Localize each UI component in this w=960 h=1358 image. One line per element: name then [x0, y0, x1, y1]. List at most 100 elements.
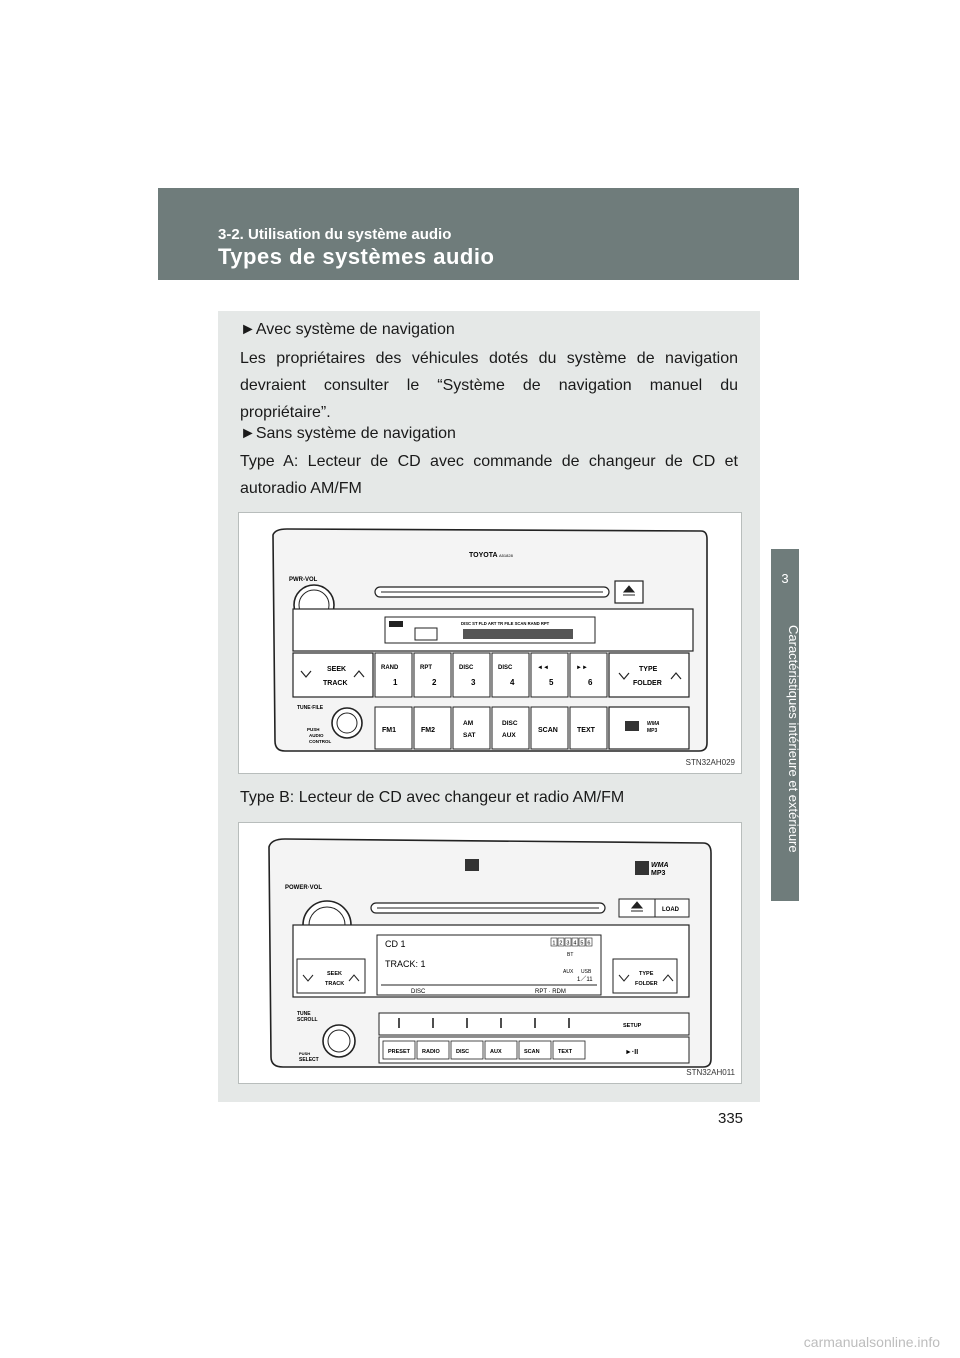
scroll-label: SCROLL: [297, 1017, 318, 1023]
wma-label: WMA: [647, 721, 660, 727]
type-folder-b-button: [612, 958, 678, 994]
setup-label: SETUP: [623, 1023, 642, 1029]
preset-number: 6: [588, 678, 593, 687]
source-label: SAT: [463, 732, 476, 739]
content-box: ►Avec système de navigation Les propriét…: [218, 311, 760, 1102]
select-label: SELECT: [299, 1057, 319, 1063]
source-b-button: [416, 1040, 450, 1060]
preset-slot-marks: [398, 1018, 570, 1028]
disc-slot-number: 4: [573, 941, 576, 947]
source-label: FM1: [382, 727, 396, 734]
audio-label: AUDIO: [309, 733, 324, 738]
figure-b-code: STN32AH011: [686, 1068, 735, 1077]
source-b-label: TEXT: [558, 1049, 573, 1055]
watermark: carmanualsonline.info: [803, 1334, 940, 1350]
source-label: AUX: [502, 732, 516, 739]
audio-unit-type-a-illustration: TOYOTA A51828 PWR-VOL DISC ST FLD ART TR…: [272, 528, 708, 752]
preset-button-5: [530, 652, 569, 698]
source-b-button: [382, 1040, 416, 1060]
preset-label: ►►: [576, 665, 588, 671]
preset-label: RAND: [381, 665, 399, 671]
source-button: [452, 706, 491, 750]
source-label: SCAN: [538, 727, 558, 734]
display-indicators: DISC ST FLD ART TR FILE SCAN RAND RPT: [461, 621, 550, 626]
page-number: 335: [718, 1110, 744, 1127]
display-cd-label: CD 1: [385, 939, 406, 949]
track-label: TRACK: [323, 680, 348, 687]
aux-indicator: AUX: [563, 969, 574, 975]
source-button: [491, 706, 530, 750]
chapter-tab: 3 Caractéristiques intérieure et extérie…: [771, 549, 801, 901]
type-b-label: TYPE: [639, 971, 654, 977]
disc-slot: [557, 937, 565, 947]
type-folder-button: [608, 652, 690, 698]
display-track-label: TRACK: 1: [385, 959, 426, 969]
preset-button-6: [569, 652, 608, 698]
chapter-header: 3-2. Utilisation du système audio Types …: [158, 188, 799, 280]
source-label: FM2: [421, 727, 435, 734]
disc-slot: [585, 937, 593, 947]
disc-slot: [564, 937, 572, 947]
source-button: [413, 706, 452, 750]
source-button: [374, 706, 413, 750]
page-title: Types de systèmes audio: [218, 244, 495, 269]
tune-file-label: TUNE·FILE: [297, 705, 324, 711]
seek-label: SEEK: [327, 666, 346, 673]
preset-label: DISC: [498, 665, 513, 671]
source-b-label: PRESET: [388, 1049, 411, 1055]
preset-number: 4: [510, 678, 515, 687]
preset-number: 5: [549, 678, 554, 687]
mp3-b-label: MP3: [651, 870, 666, 877]
paragraph-navigation: Les propriétaires des véhicules dotés du…: [240, 350, 738, 421]
disc-slot-number: 2: [559, 941, 562, 947]
source-b-label: DISC: [456, 1049, 469, 1055]
model-label: A51828: [499, 553, 514, 558]
load-label: LOAD: [662, 907, 680, 913]
disc-slot: [578, 937, 586, 947]
source-label: DISC: [502, 720, 518, 727]
wma-b-label: WMA: [651, 862, 669, 869]
play-pause-label: ►·II: [625, 1049, 638, 1056]
source-b-button: [484, 1040, 518, 1060]
load-button: [654, 898, 690, 918]
chapter-number: 3: [781, 571, 789, 586]
disc-slot-number: 3: [566, 941, 569, 947]
brand-label: TOYOTA: [469, 552, 498, 559]
source-b-button: [518, 1040, 552, 1060]
disc-slot: [571, 937, 579, 947]
disc-slot-number: 6: [587, 941, 590, 947]
disc-slot-number: 5: [580, 941, 583, 947]
mp3-label: MP3: [647, 728, 658, 734]
bt-label: BT: [567, 952, 573, 958]
source-button: [569, 706, 608, 750]
preset-label: ◄◄: [537, 665, 549, 671]
tune-label: TUNE: [297, 1011, 311, 1017]
source-buttons-a: FM1 FM2 AM SAT DISC AUX SCAN TEXT: [374, 706, 608, 750]
display-rpt-label: RPT · RDM: [535, 989, 566, 995]
type-label: TYPE: [639, 666, 658, 673]
source-b-label: SCAN: [524, 1049, 540, 1055]
folder-label: FOLDER: [633, 680, 662, 687]
preset-button-2: [413, 652, 452, 698]
control-label: CONTROL: [309, 739, 331, 744]
source-label: TEXT: [577, 727, 596, 734]
usb-indicator: USB: [581, 969, 592, 975]
source-label: AM: [463, 720, 473, 727]
track-b-label: TRACK: [325, 981, 344, 987]
seek-b-label: SEEK: [327, 971, 342, 977]
source-b-label: RADIO: [422, 1049, 440, 1055]
disc-slot-number: 1: [552, 941, 555, 947]
preset-button-3: [452, 652, 491, 698]
display-disc-label: DISC: [411, 989, 426, 995]
preset-label: RPT: [420, 665, 432, 671]
paragraph-type-a: Type A: Lecteur de CD avec commande de c…: [240, 453, 738, 497]
bullet-with-navigation: ►Avec système de navigation: [240, 321, 455, 338]
figure-a-code: STN32AH029: [685, 758, 735, 767]
preset-button-1: [374, 652, 413, 698]
source-b-button: [552, 1040, 586, 1060]
